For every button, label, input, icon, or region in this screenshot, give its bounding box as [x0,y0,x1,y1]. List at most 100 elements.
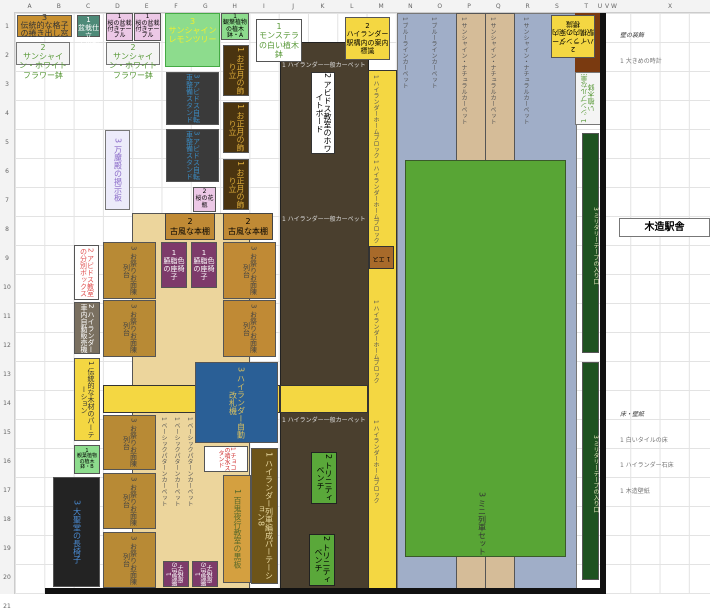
column-header-cell[interactable]: A [27,3,32,10]
column-header-cell[interactable]: D [115,3,120,10]
column-header-cell[interactable]: L [350,3,354,10]
station-sign[interactable]: 2 ハイランダー駅構内の案内標識 [345,17,390,60]
lemon-tree[interactable]: 3 サンシャインレモンツリー [165,13,220,67]
bonsai-plant[interactable]: 1 盆栽仕立 ての観葉 植物 [77,15,100,64]
column-header-cell[interactable]: B [56,3,61,10]
station-sign[interactable]: 2 ハイランダー駅構内の案内標識 [551,15,595,58]
trinity-bench[interactable]: 2 トリニティベンチ [311,452,337,504]
column-header-cell[interactable]: M [378,3,384,10]
column-header-cell[interactable]: S [554,3,559,10]
bulletin-board[interactable]: 3 万魔殿の掲示板 [105,130,130,210]
floor-chair[interactable]: 1 臙脂色の座椅子 [163,561,189,587]
row-header-cell[interactable]: 12 [3,342,11,349]
row-header-cell[interactable]: 3 [5,81,9,88]
column-header-cell[interactable]: I [263,3,265,10]
row-header-cell[interactable]: 10 [3,284,11,291]
monstera-pot[interactable]: 1 モンステラの白い植木鉢 [256,19,302,62]
plant-pot-b[interactable]: 1 観葉植物の植木鉢・B [74,445,100,474]
white-flower-pot[interactable]: 2 サンシャイン・ホワイトフラワー鉢 [16,42,70,80]
column-header-cell[interactable]: J [292,3,295,10]
sakura-table[interactable]: 1 桜の盆栽付きテーブル [134,13,161,41]
floor-chair[interactable]: 1 臙脂色の座椅子 [191,242,217,288]
column-header-cell[interactable]: N [408,3,413,10]
column-header-cell[interactable]: O [437,3,443,10]
row-header-cell[interactable]: 18 [3,516,11,523]
column-header-cell[interactable]: R [525,3,530,10]
ticket-gate[interactable]: 3 ハイランダー自動改札機 [195,362,278,443]
row-header-cell[interactable]: 13 [3,371,11,378]
wall-deco-item: 1 大きめの時計 [620,58,662,65]
row-header-cell[interactable]: 5 [5,139,9,146]
mask-display-stand[interactable]: 3 お祭りお面陳列台 [103,300,156,357]
new-year-decoration[interactable]: 1 お正月の飾り立 [223,45,249,96]
mask-display-stand[interactable]: 3 お祭りお面陳列台 [223,300,276,357]
bookshelf[interactable]: 2 古風な本棚 [223,213,273,240]
floor-item: 1 ハイランダー石床 [620,462,674,469]
row-header-cell[interactable]: 14 [3,400,11,407]
military-tape-entrance[interactable]: 3 ミリタリーテープの入り口 [582,133,599,353]
black-plant-pot[interactable]: 1 シンプルな黒い植木鉢 [575,72,601,125]
row-header-cell[interactable]: 9 [5,255,9,262]
white-flower-pot[interactable]: 2 サンシャイン・ホワイトフラワー鉢 [106,42,160,80]
row-header-cell[interactable]: 20 [3,574,11,581]
row-header-cell[interactable]: 15 [3,429,11,436]
new-year-decoration[interactable]: 1 お正月の飾り立 [223,159,249,210]
lattice-window[interactable]: 3 伝統的な格子の捲き出し窓 [17,14,72,38]
column-header-cell[interactable]: E [144,3,149,10]
row-header-cell[interactable]: 1 [5,23,9,30]
row-header-cell[interactable]: 2 [5,52,9,59]
vending-machine[interactable]: 2 ハイランダー車内自動販売機 [74,302,100,354]
column-header-cell[interactable]: W [611,3,617,10]
row-header-cell[interactable]: 21 [3,603,11,610]
row-header-cell[interactable]: 7 [5,197,9,204]
sakura-table[interactable]: 1 桜の盆栽付きテーブル [106,13,133,41]
row-header-cell[interactable]: 19 [3,545,11,552]
mask-display-stand[interactable]: 3 お祭りお面陳列台 [103,242,156,299]
column-header-cell[interactable]: K [320,3,325,10]
military-tape-entrance[interactable]: 3 ミリタリーテープの入り口 [582,362,599,580]
floor-chair[interactable]: 1 臙脂色の座椅子 [161,242,187,288]
column-header-cell[interactable]: U [597,3,603,10]
row-header-cell[interactable]: 16 [3,458,11,465]
mask-display-stand[interactable]: 3 お祭りお面陳列台 [103,473,156,529]
trinity-bench[interactable]: 2 トリニティベンチ [309,534,335,586]
new-year-decoration[interactable]: 1 お正月の飾り立 [223,102,249,153]
escalator[interactable]: 1 エス [369,246,394,269]
mask-display-stand[interactable]: 3 お祭りお面陳列台 [103,415,156,470]
wooden-partition[interactable]: 1 伝統的な木材のパーテーション [74,358,100,441]
chocolate-fountain[interactable]: 1 チョコの噴水スタンド [204,446,248,472]
column-header-cell[interactable]: P [467,3,471,10]
column-header-cell[interactable]: X [667,3,673,10]
mask-display-stand[interactable]: 3 お祭りお面陳列台 [223,242,276,299]
floor-chair[interactable]: 1 臙脂色の座椅子 [192,561,218,587]
tan-carpet[interactable] [485,13,515,161]
yellow-strip[interactable] [280,385,368,413]
column-header-cell[interactable]: C [85,3,91,10]
mini-train-set[interactable]: 3 ミニ列車セット [405,160,566,557]
sakura-vase[interactable]: 2 桜の花瓶 [193,187,216,212]
column-header-cell[interactable]: T [584,3,589,10]
whiteboard[interactable]: 2 アビドス教室のホワイトボード [311,72,335,154]
column-header-cell[interactable]: Q [495,3,501,10]
bike-stand[interactable]: 3 アビドス自転車整備スタンド [166,72,219,125]
bookshelf[interactable]: 2 古風な本棚 [165,213,215,240]
column-header-cell[interactable]: G [202,3,208,10]
yellow-platform[interactable] [368,70,397,594]
column-header-cell[interactable]: V [604,3,610,10]
row-header-cell[interactable]: 8 [5,226,9,233]
row-header-cell[interactable]: 6 [5,168,9,175]
black-border [45,588,605,594]
plant-pot-a[interactable]: 1 観葉植物の植木鉢・A [221,12,249,40]
cathedral-pew[interactable]: 3 大聖堂の長椅子 [53,477,100,587]
wall-deco-heading: 壁の装飾 [620,32,645,39]
column-header-cell[interactable]: H [232,3,237,10]
row-header-cell[interactable]: 4 [5,110,9,117]
mask-display-stand[interactable]: 3 お祭りお面陳列台 [103,532,156,588]
blackboard[interactable]: 1 百鬼夜行教室の黒板 [223,475,251,583]
bike-stand[interactable]: 3 アビドス自転車整備スタンド [166,129,219,182]
row-header-cell[interactable]: 17 [3,487,11,494]
column-header-cell[interactable]: F [174,3,178,10]
row-header-cell[interactable]: 11 [3,313,11,320]
train-partition[interactable]: 1 ハイランダー列車編成パーテーション8 [251,448,278,584]
sorting-box[interactable]: 2 アビドス教室の分別ボックス [74,245,99,300]
